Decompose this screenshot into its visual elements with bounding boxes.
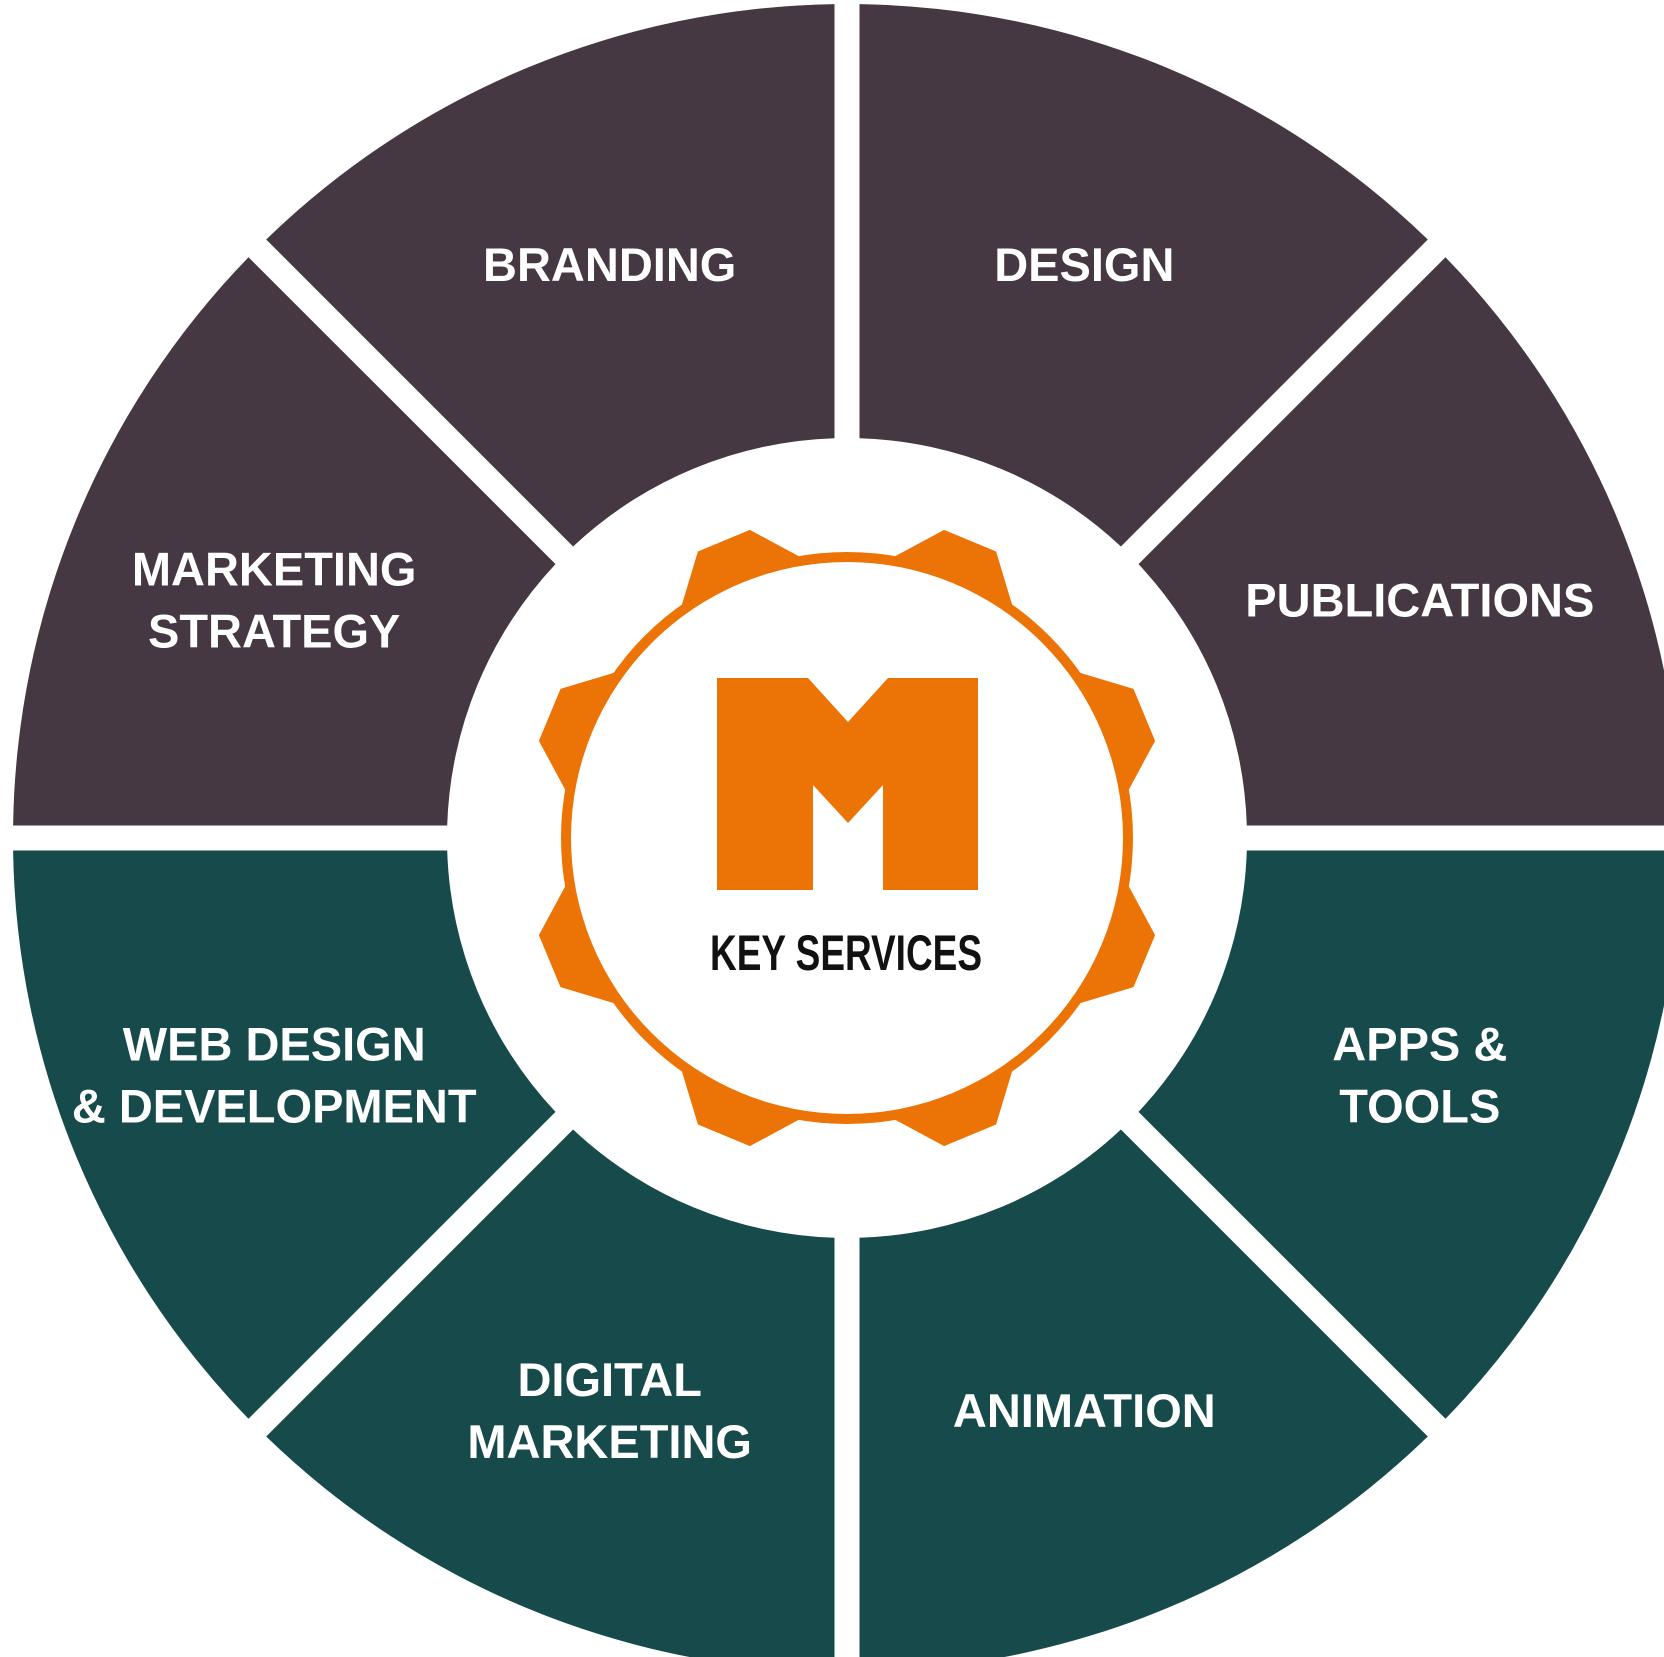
segment-web-design-development (13, 850, 556, 1419)
segment-label-line: PUBLICATIONS (1245, 574, 1594, 627)
segment-label-publications: PUBLICATIONS (1245, 574, 1594, 627)
segment-label-line: & DEVELOPMENT (72, 1079, 477, 1132)
segment-label-marketing-strategy: MARKETING STRATEGY (132, 543, 417, 658)
labels-layer: DESIGN PUBLICATIONS APPS & TOOLS ANIMATION DI… (72, 238, 1594, 1468)
segment-label-animation: ANIMATION (953, 1384, 1216, 1437)
center-ring (571, 562, 1123, 1114)
segment-branding (266, 4, 835, 547)
segments-layer (13, 4, 1664, 1657)
segment-label-branding: BRANDING (483, 238, 736, 291)
segment-label-line: ANIMATION (953, 1384, 1216, 1437)
segment-label-line: WEB DESIGN (123, 1017, 426, 1070)
segment-label-line: TOOLS (1339, 1079, 1500, 1132)
segment-label-line: MARKETING (467, 1415, 752, 1468)
center-title: KEY SERVICES (710, 925, 982, 981)
segment-label-line: BRANDING (483, 238, 736, 291)
segment-label-line: DESIGN (994, 238, 1174, 291)
segment-animation (859, 1129, 1428, 1657)
segment-design (859, 4, 1428, 547)
segment-label-design: DESIGN (994, 238, 1174, 291)
segment-label-web-design-development: WEB DESIGN & DEVELOPMENT (72, 1017, 477, 1132)
m-logo-icon (717, 678, 978, 890)
center-emblem: M KEY SERVICES (538, 529, 1156, 1147)
segment-digital-marketing (266, 1129, 835, 1657)
segment-label-line: APPS & (1332, 1017, 1507, 1070)
segment-label-apps-tools: APPS & TOOLS (1332, 1017, 1507, 1132)
segment-publications (1138, 257, 1664, 826)
segment-marketing-strategy (13, 257, 556, 826)
segment-label-line: MARKETING (132, 543, 417, 596)
segment-label-line: STRATEGY (148, 605, 400, 658)
segment-apps-tools (1138, 850, 1664, 1419)
segment-label-digital-marketing: DIGITAL MARKETING (467, 1353, 752, 1468)
segment-label-line: DIGITAL (517, 1353, 702, 1406)
